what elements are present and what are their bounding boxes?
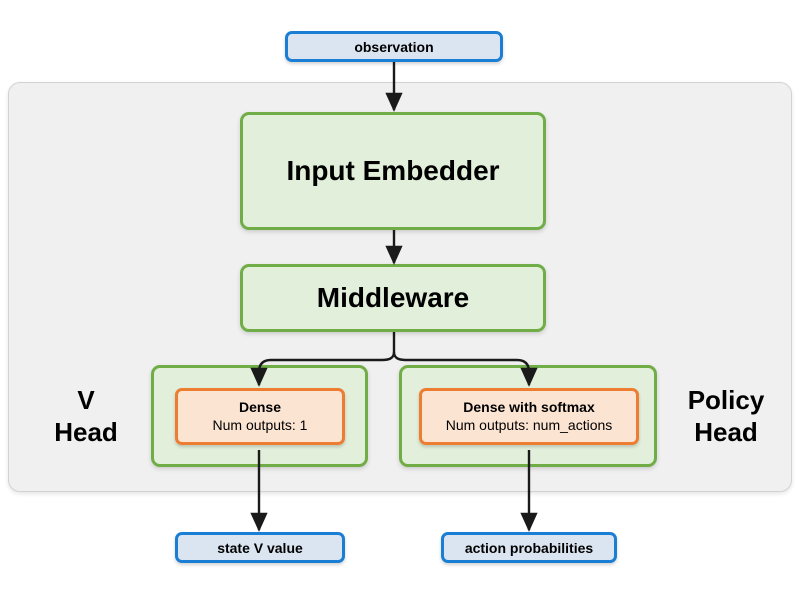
node-v-head-dense-title: Dense bbox=[238, 399, 282, 415]
node-input-embedder-label: Input Embedder bbox=[286, 155, 500, 186]
node-policy-head-dense-subtitle: Num outputs: num_actions bbox=[445, 416, 613, 433]
node-action-probabilities[interactable]: action probabilities bbox=[441, 532, 617, 563]
label-policy-head: Policy Head bbox=[664, 378, 788, 456]
node-middleware-label: Middleware bbox=[316, 282, 470, 313]
node-policy-head-dense-title: Dense with softmax bbox=[463, 399, 595, 415]
node-observation-label: observation bbox=[354, 38, 434, 55]
node-v-head-dense-subtitle: Num outputs: 1 bbox=[212, 416, 308, 433]
node-action-probabilities-label: action probabilities bbox=[464, 539, 594, 556]
node-state-v-value[interactable]: state V value bbox=[175, 532, 345, 563]
label-v-head-line1: V bbox=[77, 385, 95, 416]
label-policy-head-line1: Policy bbox=[687, 385, 765, 416]
node-v-head-dense[interactable]: Dense Num outputs: 1 bbox=[175, 388, 345, 445]
node-observation[interactable]: observation bbox=[285, 31, 503, 62]
label-v-head: V Head bbox=[28, 378, 144, 456]
node-middleware[interactable]: Middleware bbox=[240, 264, 546, 332]
label-policy-head-line2: Head bbox=[694, 417, 758, 447]
node-state-v-value-label: state V value bbox=[217, 539, 303, 556]
node-policy-head-dense[interactable]: Dense with softmax Num outputs: num_acti… bbox=[419, 388, 639, 445]
node-input-embedder[interactable]: Input Embedder bbox=[240, 112, 546, 230]
label-v-head-line2: Head bbox=[54, 417, 118, 447]
